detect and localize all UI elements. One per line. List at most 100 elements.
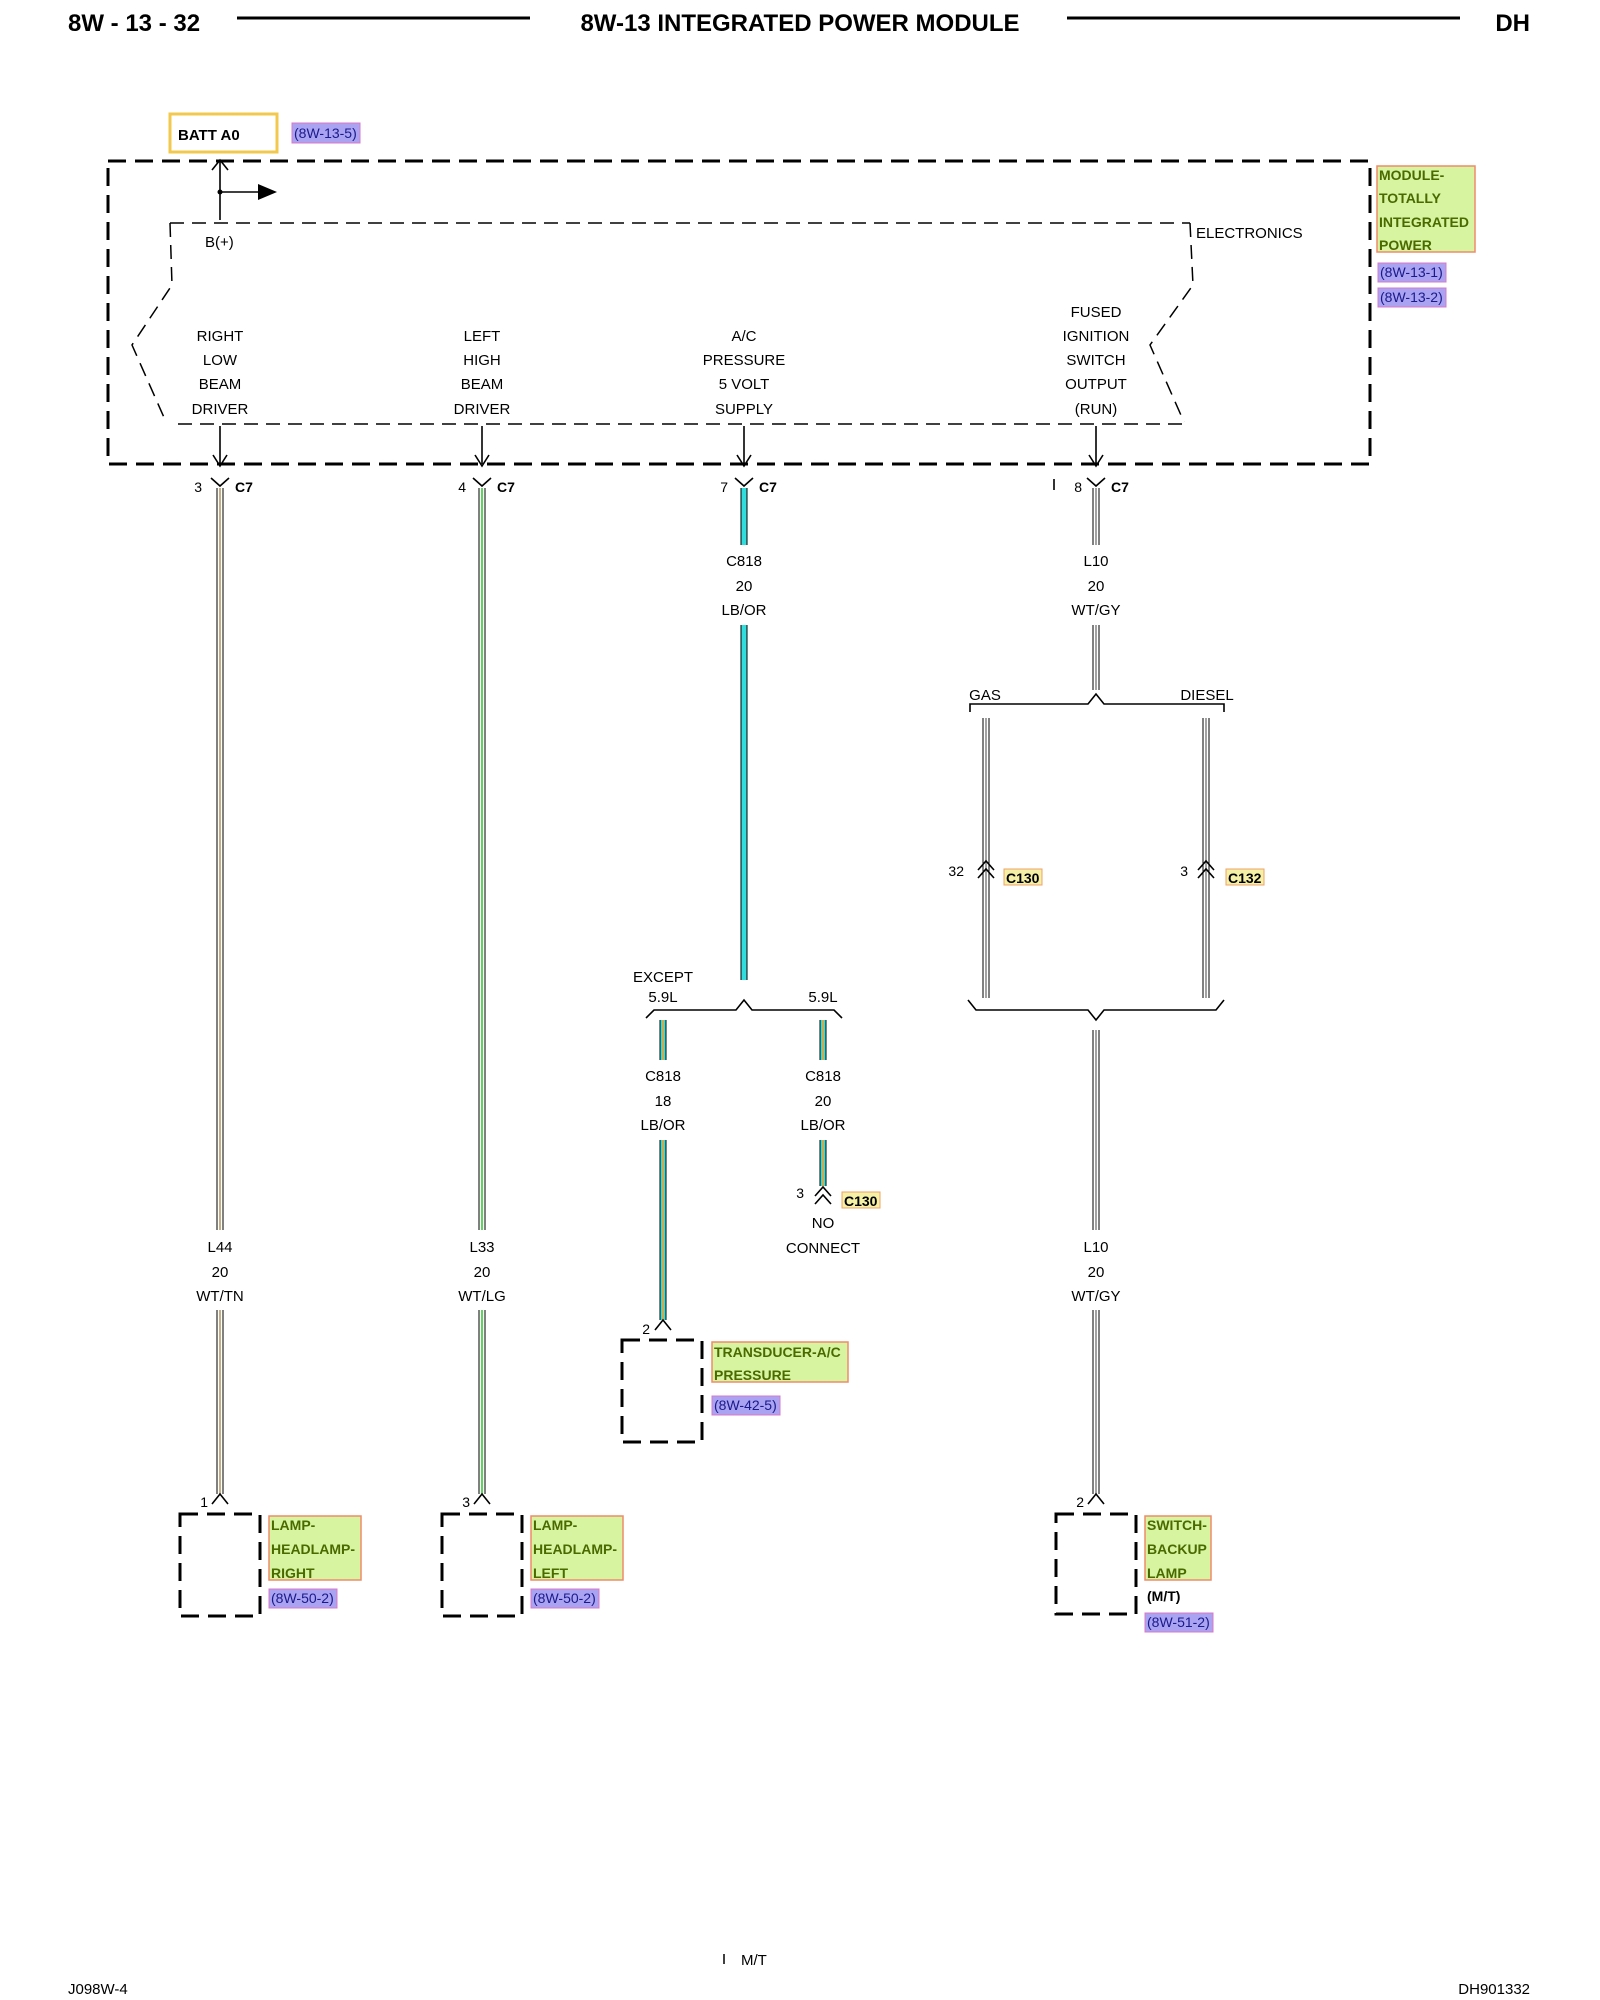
transducer-ref-link[interactable]: (8W-42-5) — [714, 1397, 777, 1413]
transducer-name-line-2: PRESSURE — [714, 1367, 791, 1383]
transducer-name-line-1: TRANSDUCER-A/C — [714, 1344, 841, 1360]
c818-59-color: LB/OR — [800, 1117, 845, 1134]
batt-label: BATT A0 — [178, 127, 240, 144]
c7-pin-3-connector-icon — [210, 477, 230, 488]
wire-label-l33: L33 20 WT/LG — [448, 1230, 516, 1310]
module-ref-1-highlight — [1377, 262, 1447, 283]
l44-circuit: L44 — [207, 1239, 232, 1256]
c7-pin-4[interactable]: 4 C7 — [458, 426, 515, 495]
switch-name-line-1: SWITCH- — [1147, 1517, 1207, 1533]
module-label[interactable]: MODULE- TOTALLY INTEGRATED POWER (8W-13-… — [1376, 165, 1476, 308]
output-4-line-4: OUTPUT — [1065, 376, 1127, 393]
lamp-left-component-box — [440, 1512, 524, 1618]
module-name-line-1: MODULE- — [1379, 167, 1445, 183]
l10-bottom-color: WT/GY — [1071, 1288, 1120, 1305]
page-footer: J098W-4 M/T DH901332 — [68, 1952, 1530, 1998]
lamp-left-pin-connector-icon — [473, 1492, 491, 1505]
engine-split: EXCEPT 5.9L 5.9L — [633, 969, 843, 1019]
gas-diesel-split: GAS DIESEL — [967, 687, 1234, 1022]
transducer-label-highlight — [711, 1341, 849, 1383]
c7-pin-3[interactable]: 3 C7 — [194, 426, 253, 495]
lamp-right-label-highlight — [268, 1515, 362, 1581]
wire-label-c818-top-mask — [710, 545, 778, 625]
split-gas-label: GAS — [969, 687, 1001, 704]
switch-pin-connector-icon — [1087, 1492, 1105, 1505]
switch-name-line-3: LAMP — [1147, 1565, 1187, 1581]
split-except-label-2: 5.9L — [648, 989, 677, 1006]
lamp-right-name-line-2: HEADLAMP- — [271, 1541, 355, 1557]
lamp-headlamp-right[interactable]: 1 LAMP- HEADLAMP- RIGHT (8W-50-2) — [178, 1492, 362, 1618]
module-name-line-2: TOTALLY — [1379, 190, 1442, 206]
c132-diesel-highlight — [1225, 868, 1265, 886]
lamp-right-pin-connector-icon — [211, 1492, 229, 1505]
output-4-line-1: FUSED — [1071, 304, 1122, 321]
batt-a0[interactable]: BATT A0 (8W-13-5) — [168, 112, 361, 154]
footer-left-code: J098W-4 — [68, 1981, 128, 1998]
transducer-component-box — [620, 1338, 704, 1444]
c7-pin-8-connector-icon — [1086, 477, 1106, 488]
bplus-connector-mark — [211, 158, 229, 171]
c818-except-color: LB/OR — [640, 1117, 685, 1134]
transducer-ac-pressure[interactable]: 2 TRANSDUCER-A/C PRESSURE (8W-42-5) — [620, 1318, 849, 1444]
lamp-left-ref-highlight — [530, 1588, 600, 1609]
bplus-label: B(+) — [205, 234, 234, 251]
output-3-line-2: PRESSURE — [703, 352, 786, 369]
c7-pin-7-connector-icon — [734, 477, 754, 488]
switch-ref-highlight — [1144, 1612, 1214, 1633]
c130-noconnect-connector[interactable]: 3 C130 NO CONNECT — [786, 1185, 881, 1257]
c818-top-gauge: 20 — [736, 578, 753, 595]
split-59-label: 5.9L — [808, 989, 837, 1006]
lamp-left-name-line-2: HEADLAMP- — [533, 1541, 617, 1557]
output-fused-ignition-run: FUSED IGNITION SWITCH OUTPUT (RUN) — [1063, 304, 1130, 418]
c7-pin-8[interactable]: 8 C7 — [1053, 426, 1129, 495]
driver-1-arrow-icon — [212, 454, 228, 468]
c7-pin-7[interactable]: 7 C7 — [720, 426, 777, 495]
c132-diesel-connector[interactable]: 3 C132 — [1180, 859, 1265, 886]
no-connect-line-2: CONNECT — [786, 1240, 860, 1257]
wire-label-c818-except-mask — [630, 1060, 696, 1140]
c130-gas-highlight — [1003, 868, 1043, 886]
c7-pin-3-number: 3 — [194, 479, 202, 495]
transducer-ref-highlight — [711, 1395, 781, 1416]
c7-pin-3-name: C7 — [235, 479, 253, 495]
output-left-high-beam: LEFT HIGH BEAM DRIVER — [454, 328, 511, 418]
switch-ref-link[interactable]: (8W-51-2) — [1147, 1614, 1210, 1630]
module-ref-1-link[interactable]: (8W-13-1) — [1380, 264, 1443, 280]
switch-name-line-2: BACKUP — [1147, 1541, 1207, 1557]
switch-component-box — [1054, 1512, 1138, 1616]
switch-label-highlight — [1144, 1515, 1212, 1581]
transducer-pin: 2 — [642, 1321, 650, 1337]
wire-label-l44-mask — [186, 1230, 254, 1310]
transducer-pin-connector-icon — [654, 1318, 672, 1331]
c132-diesel-name: C132 — [1228, 870, 1262, 886]
batt-ref-link[interactable]: (8W-13-5) — [294, 125, 357, 141]
l10-bottom-gauge: 20 — [1088, 1264, 1105, 1281]
engine-split-bracket — [645, 998, 843, 1019]
lamp-left-ref-link[interactable]: (8W-50-2) — [533, 1590, 596, 1606]
switch-qualifier: (M/T) — [1147, 1588, 1180, 1604]
batt-ref-highlight — [291, 122, 361, 144]
c818-59-circuit: C818 — [805, 1068, 841, 1085]
lamp-right-name-line-3: RIGHT — [271, 1565, 315, 1581]
c818-except-gauge: 18 — [655, 1093, 672, 1110]
switch-backup-lamp[interactable]: 2 SWITCH- BACKUP LAMP (M/T) (8W-51-2) — [1054, 1492, 1214, 1633]
c132-diesel-connector-icon-a — [1197, 859, 1215, 871]
module-ref-2-link[interactable]: (8W-13-2) — [1380, 289, 1443, 305]
l10-top-gauge: 20 — [1088, 578, 1105, 595]
c7-pin-7-name: C7 — [759, 479, 777, 495]
page-header: 8W - 13 - 32 8W-13 INTEGRATED POWER MODU… — [68, 10, 1530, 37]
output-4-line-5: (RUN) — [1075, 401, 1118, 418]
output-1-line-4: DRIVER — [192, 401, 249, 418]
c130-noconnect-pin: 3 — [796, 1185, 804, 1201]
lamp-right-ref-link[interactable]: (8W-50-2) — [271, 1590, 334, 1606]
footer-right-code: DH901332 — [1458, 1981, 1530, 1998]
c130-gas-connector[interactable]: 32 C130 — [948, 859, 1043, 886]
c7-pin-7-number: 7 — [720, 479, 728, 495]
bplus-splice-dot — [217, 189, 223, 195]
switch-pin: 2 — [1076, 1494, 1084, 1510]
output-4-line-2: IGNITION — [1063, 328, 1130, 345]
lamp-headlamp-left[interactable]: 3 LAMP- HEADLAMP- LEFT (8W-50-2) — [440, 1492, 624, 1618]
output-1-line-3: BEAM — [199, 376, 242, 393]
